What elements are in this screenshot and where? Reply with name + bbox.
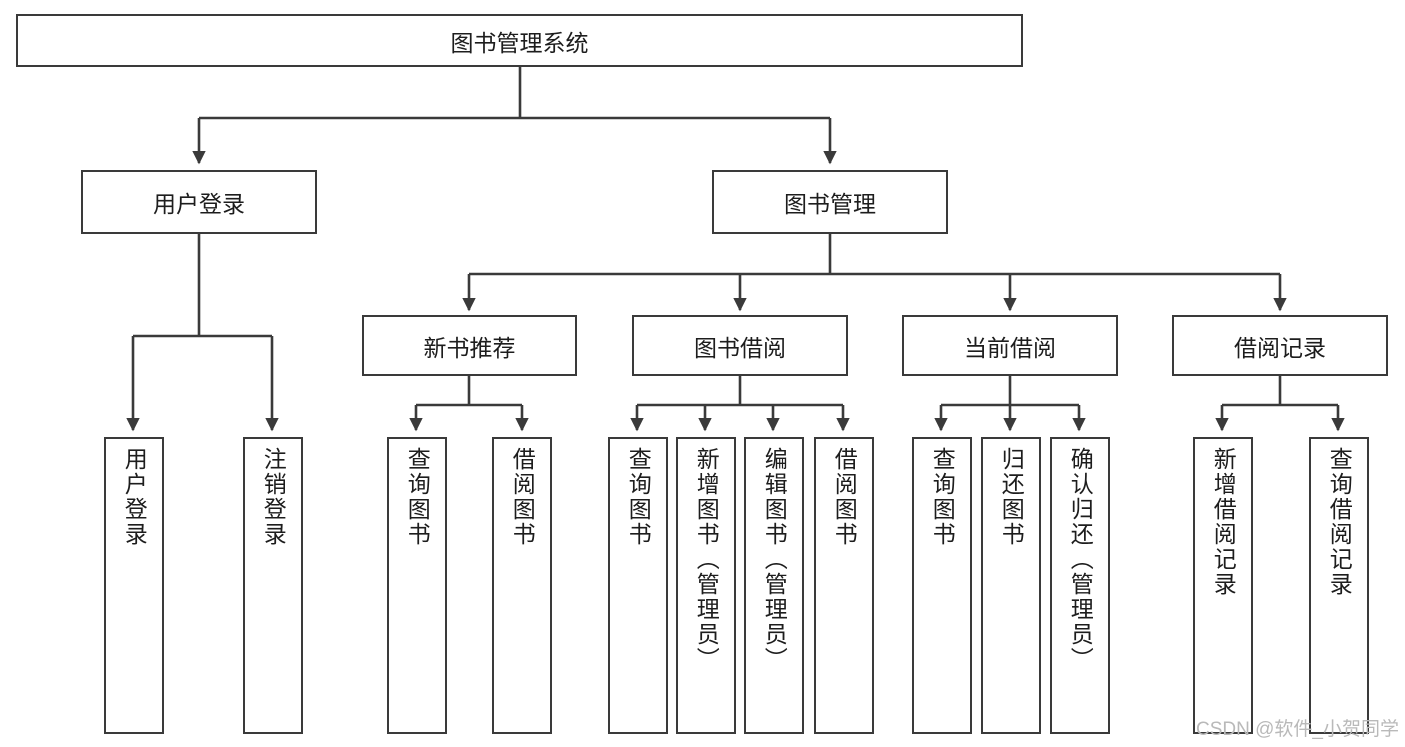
node-label: 确认归还（管理员） (1067, 447, 1094, 672)
leaf-book-borrow-edit-book-admin[interactable]: 编辑图书（管理员） (744, 437, 804, 734)
leaf-book-borrow-borrow-book[interactable]: 借阅图书 (814, 437, 874, 734)
node-label: 查询图书 (625, 447, 652, 547)
node-label: 查询图书 (404, 447, 431, 547)
node-label: 用户登录 (121, 447, 148, 547)
leaf-book-borrow-add-book-admin[interactable]: 新增图书（管理员） (676, 437, 736, 734)
node-label: 图书借阅 (694, 334, 786, 361)
leaf-new-book-query-book[interactable]: 查询图书 (387, 437, 447, 734)
node-user-login[interactable]: 用户登录 (81, 170, 317, 234)
node-label: 图书管理 (784, 191, 876, 217)
node-label: 编辑图书（管理员） (761, 447, 788, 672)
node-book-borrow[interactable]: 图书借阅 (632, 315, 848, 376)
leaf-user-login-login[interactable]: 用户登录 (104, 437, 164, 734)
leaf-current-borrow-query-book[interactable]: 查询图书 (912, 437, 972, 734)
node-label: 归还图书 (998, 447, 1025, 547)
node-label: 查询图书 (929, 447, 956, 547)
leaf-borrow-records-query-record[interactable]: 查询借阅记录 (1309, 437, 1369, 734)
node-label: 当前借阅 (964, 334, 1056, 361)
node-label: 借阅图书 (509, 447, 536, 547)
node-root-book-management-system[interactable]: 图书管理系统 (16, 14, 1023, 67)
node-book-management[interactable]: 图书管理 (712, 170, 948, 234)
node-label: 新增图书（管理员） (693, 447, 720, 672)
node-label: 借阅记录 (1234, 334, 1326, 361)
node-label: 新增借阅记录 (1210, 447, 1237, 597)
node-label: 注销登录 (260, 447, 287, 547)
node-borrow-records[interactable]: 借阅记录 (1172, 315, 1388, 376)
node-label: 用户登录 (153, 191, 245, 217)
node-label: 借阅图书 (831, 447, 858, 547)
node-current-borrow[interactable]: 当前借阅 (902, 315, 1118, 376)
leaf-current-borrow-confirm-return-admin[interactable]: 确认归还（管理员） (1050, 437, 1110, 734)
leaf-current-borrow-return-book[interactable]: 归还图书 (981, 437, 1041, 734)
csdn-watermark: CSDN @软件_小贺同学 (1196, 719, 1399, 740)
leaf-borrow-records-add-record[interactable]: 新增借阅记录 (1193, 437, 1253, 734)
leaf-new-book-borrow-book[interactable]: 借阅图书 (492, 437, 552, 734)
node-new-book-recommend[interactable]: 新书推荐 (362, 315, 577, 376)
leaf-book-borrow-query-book[interactable]: 查询图书 (608, 437, 668, 734)
node-label: 新书推荐 (423, 334, 516, 361)
node-label: 图书管理系统 (450, 29, 589, 56)
node-label: 查询借阅记录 (1326, 447, 1353, 597)
leaf-user-login-logout[interactable]: 注销登录 (243, 437, 303, 734)
